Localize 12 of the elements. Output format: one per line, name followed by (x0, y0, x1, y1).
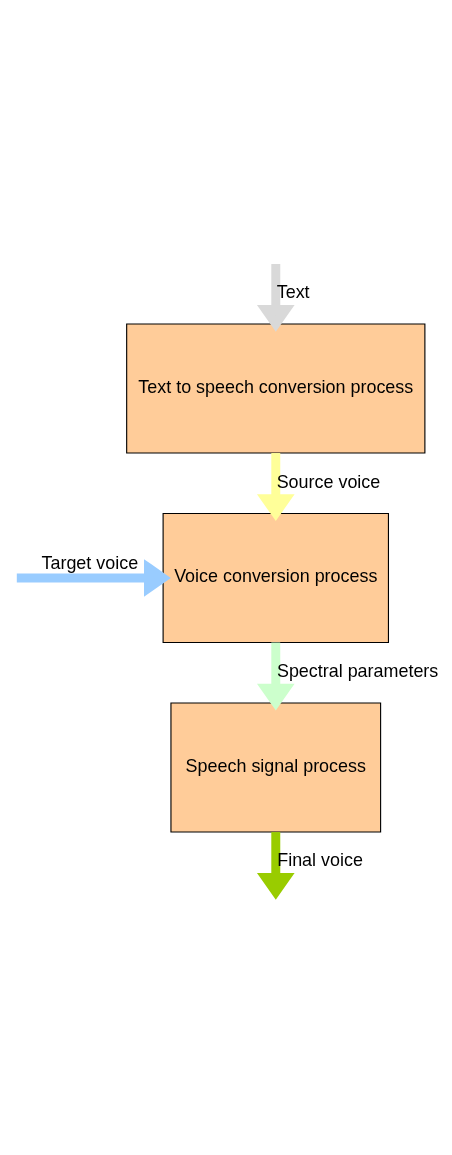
node-box: Speech signal process (170, 701, 382, 832)
arrow (256, 263, 295, 332)
arrow (256, 831, 295, 900)
arrow (16, 558, 171, 597)
node-box: Voice conversion process (162, 512, 389, 643)
edge-label: Spectral parameters (276, 660, 439, 681)
edge-label: Target voice (41, 552, 139, 573)
arrow (256, 452, 295, 521)
edge-label: Text (276, 281, 310, 302)
edge-label: Source voice (276, 471, 381, 492)
arrow (256, 642, 295, 711)
node-box: Text to speech conversion process (126, 323, 426, 454)
